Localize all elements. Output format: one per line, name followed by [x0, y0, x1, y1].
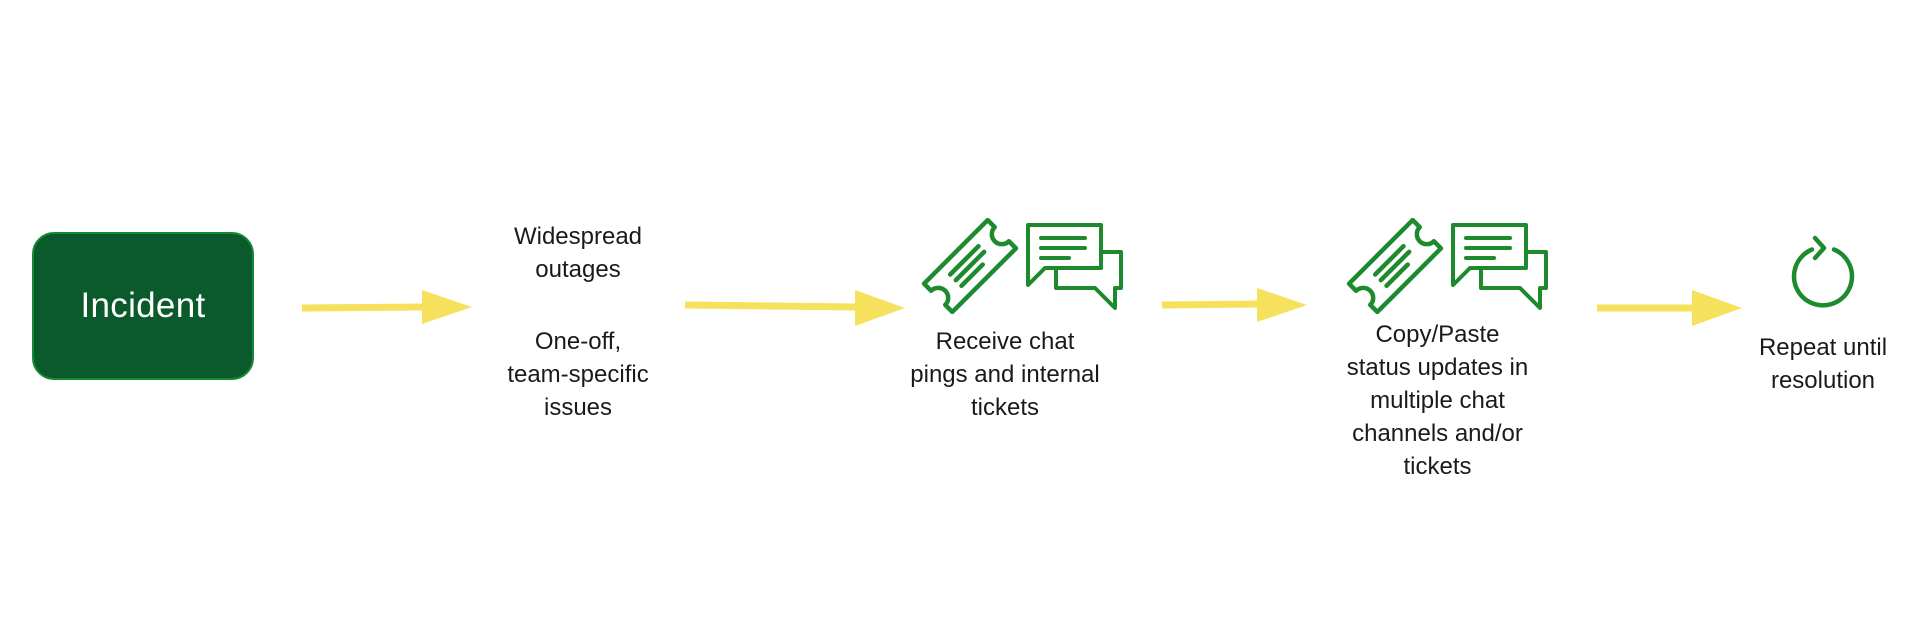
chat-bubbles-icon [1026, 223, 1123, 310]
source-widespread-outages: Widespread outages [513, 223, 643, 283]
chat-bubbles-icon [1451, 223, 1548, 310]
refresh-icon [1791, 235, 1855, 308]
flow-arrow-1 [301, 290, 472, 324]
incident-label: Incident [80, 286, 206, 325]
step-receive-pings: Receive chat pings and internal tickets [910, 328, 1100, 421]
source-one-off-issues: One-off, team-specific issues [507, 328, 649, 421]
step-repeat-until-resolution: Repeat until resolution [1758, 334, 1888, 394]
ticket-icon [921, 218, 1019, 314]
step-copy-paste-updates: Copy/Paste status updates in multiple ch… [1346, 321, 1529, 480]
flow-arrow-3 [1161, 288, 1307, 322]
flow-arrow-4 [1597, 290, 1742, 326]
ticket-icon [1346, 218, 1444, 314]
flow-arrow-2 [684, 290, 905, 326]
incident-node: Incident [32, 232, 254, 380]
